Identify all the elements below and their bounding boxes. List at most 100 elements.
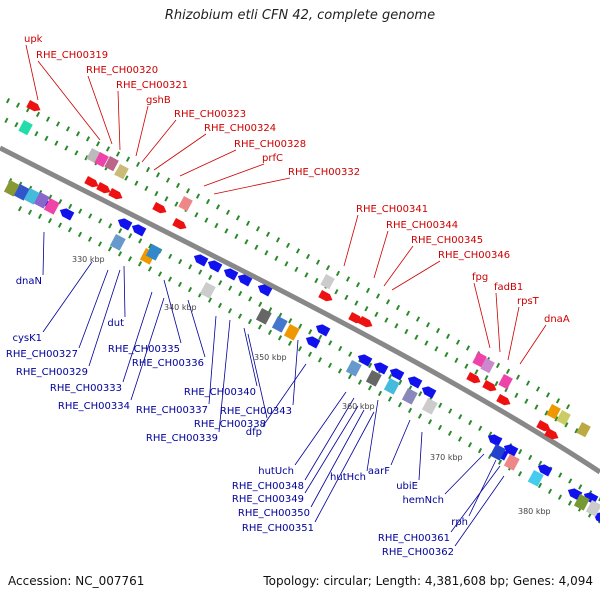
tick-dot [228, 285, 233, 291]
leader-line-lower [42, 261, 93, 333]
gene-label-lower-RHE_CH00348: RHE_CH00348 [232, 481, 304, 492]
tick-dot [304, 272, 309, 278]
tick-dot [214, 222, 219, 229]
tick-dot [544, 410, 549, 416]
reverse-gene-arrow [193, 254, 209, 267]
tick-dot [88, 213, 93, 219]
tick-dot [438, 402, 443, 408]
leader-line-upper [343, 214, 359, 267]
kbp-tick-label: 360 kbp [342, 402, 375, 411]
tick-dot [344, 294, 349, 301]
gene-label-upper-RHE_CH00344: RHE_CH00344 [386, 220, 458, 231]
tick-dot [168, 253, 173, 260]
leader-line-upper [179, 149, 237, 177]
leader-line-lower [468, 459, 497, 517]
gene-label-lower-RHE_CH00327: RHE_CH00327 [6, 349, 78, 360]
tick-dot [367, 385, 373, 391]
reverse-gene-arrow [373, 362, 389, 375]
tick-dot [65, 126, 71, 132]
tick-dot [314, 277, 319, 284]
tick-dot [178, 258, 183, 265]
tick-dot [45, 116, 51, 122]
tick-dot [284, 261, 289, 267]
tick-dot [497, 459, 503, 465]
leader-line-lower [130, 297, 165, 401]
gene-label-lower-RHE_CH00362: RHE_CH00362 [382, 547, 454, 558]
tick-dot [64, 145, 69, 151]
leader-line-upper [383, 245, 414, 287]
gene-label-lower-RHE_CH00338: RHE_CH00338 [194, 419, 266, 430]
tick-dot [578, 484, 583, 490]
tick-dot [568, 478, 573, 484]
tick-dot [247, 318, 253, 325]
gene-feature-box [114, 164, 129, 180]
leader-line-lower [304, 397, 355, 481]
tick-dot [147, 266, 153, 272]
tick-dot [528, 454, 533, 461]
gene-feature-box [527, 469, 544, 487]
tick-dot [327, 362, 333, 369]
tick-dot [258, 301, 263, 308]
gene-label-lower-hutUch: hutUch [258, 466, 294, 477]
tick-dot [434, 346, 439, 352]
reverse-gene-arrow [223, 268, 239, 281]
tick-dot [175, 182, 181, 189]
tick-dot [297, 346, 303, 352]
gene-feature-box [345, 359, 362, 377]
tick-dot [87, 236, 93, 242]
leader-line-lower [450, 465, 501, 533]
tick-dot [207, 297, 213, 303]
tick-dot [14, 122, 19, 128]
leader-line-upper [495, 292, 501, 353]
leader-line-upper [519, 324, 547, 365]
tick-dot [557, 494, 563, 500]
leader-line-upper [391, 260, 441, 291]
tick-dot [254, 244, 259, 250]
forward-gene-arrow [482, 380, 497, 392]
tick-dot [17, 206, 23, 212]
tick-dot [137, 261, 143, 267]
tick-dot [217, 302, 223, 309]
tick-dot [288, 318, 293, 324]
tick-dot [305, 253, 311, 260]
gene-feature-box [556, 409, 571, 426]
tick-dot [377, 390, 383, 397]
tick-dot [545, 392, 551, 398]
tick-dot [405, 310, 411, 316]
gene-label-lower-hutHch: hutHch [330, 472, 366, 483]
tick-dot [167, 276, 173, 282]
reverse-gene-arrow [237, 274, 253, 287]
tick-dot [185, 188, 191, 194]
leader-line-upper [117, 90, 121, 151]
tick-dot [375, 293, 381, 299]
forward-gene-arrow [348, 312, 363, 324]
tick-dot [355, 282, 361, 288]
reverse-gene-arrow [305, 336, 321, 349]
gene-label-lower-RHE_CH00343: RHE_CH00343 [220, 406, 292, 417]
leader-line-lower [454, 475, 505, 547]
tick-dot [597, 518, 600, 524]
gene-label-lower-RHE_CH00329: RHE_CH00329 [16, 367, 88, 378]
gene-label-upper-RHE_CH00346: RHE_CH00346 [438, 250, 510, 261]
gene-label-lower-dnaN: dnaN [16, 276, 42, 287]
tick-dot [134, 180, 139, 186]
tick-dot [505, 368, 511, 375]
tick-dot [295, 248, 301, 254]
tick-dot [224, 228, 229, 234]
tick-dot [245, 220, 251, 226]
tick-dot [388, 374, 393, 380]
tick-dot [404, 328, 409, 335]
tick-dot [264, 250, 269, 256]
gene-label-lower-RHE_CH00340: RHE_CH00340 [184, 387, 256, 398]
kbp-tick-label: 370 kbp [430, 453, 463, 462]
tick-dot [387, 396, 393, 402]
tick-dot [394, 323, 399, 329]
tick-dot [345, 276, 351, 282]
tick-dot [437, 424, 443, 431]
reverse-gene-arrow [389, 368, 405, 381]
forward-gene-arrow [96, 182, 111, 194]
tick-dot [47, 218, 53, 224]
tick-dot [357, 379, 363, 385]
tick-dot [277, 335, 283, 341]
tick-dot [425, 322, 431, 328]
